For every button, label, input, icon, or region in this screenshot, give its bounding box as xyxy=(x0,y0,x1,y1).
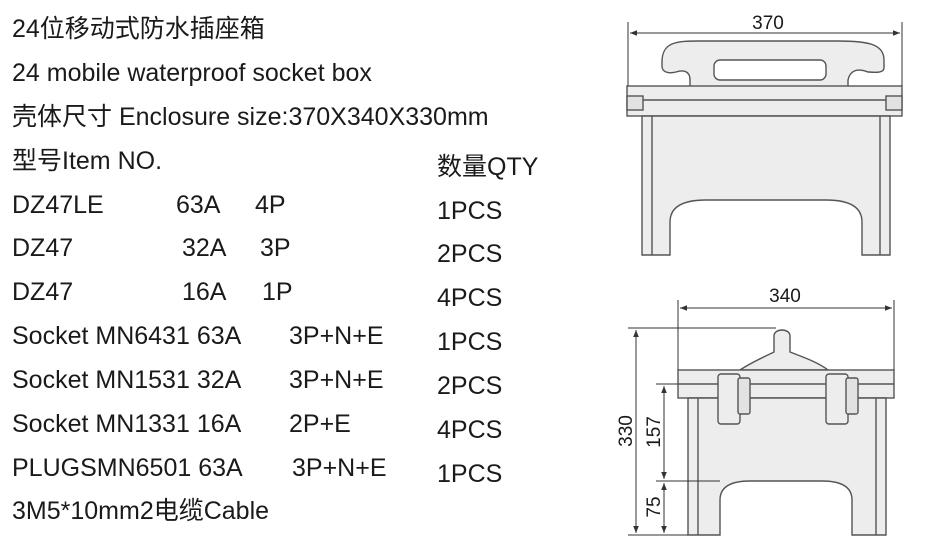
handle-slot xyxy=(713,59,827,81)
item-qty: 2PCS xyxy=(437,372,503,400)
top-knob xyxy=(737,329,830,371)
front-view xyxy=(626,40,903,256)
item-model: PLUGSMN6501 63A xyxy=(12,454,243,482)
item-row: PLUGSMN6501 63A 3P+N+E xyxy=(12,453,412,483)
item-row: DZ47LE 63A 4P xyxy=(12,190,412,220)
latch-left xyxy=(717,373,741,425)
item-qty: 1PCS xyxy=(437,460,503,488)
item-qty: 1PCS xyxy=(437,328,503,356)
item-row: DZ47 32A 3P xyxy=(12,233,412,263)
dim-label-157: 157 xyxy=(644,416,665,448)
item-row: DZ47 16A 1P xyxy=(12,277,412,307)
box-body xyxy=(687,397,887,536)
dim-label-75: 75 xyxy=(644,496,665,517)
dimension-370: 370 xyxy=(627,13,903,86)
title-english: 24 mobile waterproof socket box xyxy=(12,59,372,87)
item-poles: 3P xyxy=(260,234,291,262)
item-model: Socket MN1531 32A xyxy=(12,366,242,394)
item-model: Socket MN6431 63A xyxy=(12,322,242,350)
item-qty: 4PCS xyxy=(437,416,503,444)
item-header: 型号Item NO. xyxy=(12,147,163,175)
item-rating: 16A xyxy=(182,278,227,306)
item-rating: 32A xyxy=(182,234,227,262)
item-model: Socket MN1331 16A xyxy=(12,410,242,438)
dim-label-370: 370 xyxy=(752,13,784,34)
latch-right xyxy=(825,373,849,425)
enclosure-size: 壳体尺寸 Enclosure size:370X340X330mm xyxy=(12,103,489,131)
title-chinese: 24位移动式防水插座箱 xyxy=(12,15,265,43)
side-view xyxy=(677,329,895,536)
item-poles: 2P+E xyxy=(289,410,351,438)
qty-header: 数量QTY xyxy=(437,153,539,181)
item-row: Socket MN1531 32A 3P+N+E xyxy=(12,365,412,395)
item-rating: 63A xyxy=(176,191,221,219)
box-body xyxy=(641,115,891,256)
item-model: DZ47 xyxy=(12,234,74,262)
item-qty: 1PCS xyxy=(437,197,503,225)
item-poles: 3P+N+E xyxy=(292,454,387,482)
dim-label-330: 330 xyxy=(616,415,637,447)
dimension-157: 157 xyxy=(644,383,720,482)
dim-label-340: 340 xyxy=(769,286,801,307)
item-poles: 4P xyxy=(255,191,286,219)
lid xyxy=(626,85,903,117)
item-qty: 4PCS xyxy=(437,284,503,312)
item-row: Socket MN6431 63A 3P+N+E xyxy=(12,321,412,351)
dimension-340: 340 xyxy=(677,286,895,370)
item-qty: 2PCS xyxy=(437,240,503,268)
item-row: Socket MN1331 16A 2P+E xyxy=(12,409,412,439)
cable-spec: 3M5*10mm2电缆Cable xyxy=(12,497,270,525)
item-model: DZ47 xyxy=(12,278,74,306)
item-poles: 1P xyxy=(262,278,293,306)
item-model: DZ47LE xyxy=(12,191,104,219)
item-poles: 3P+N+E xyxy=(289,322,384,350)
dimension-75: 75 xyxy=(644,483,688,536)
item-poles: 3P+N+E xyxy=(289,366,384,394)
